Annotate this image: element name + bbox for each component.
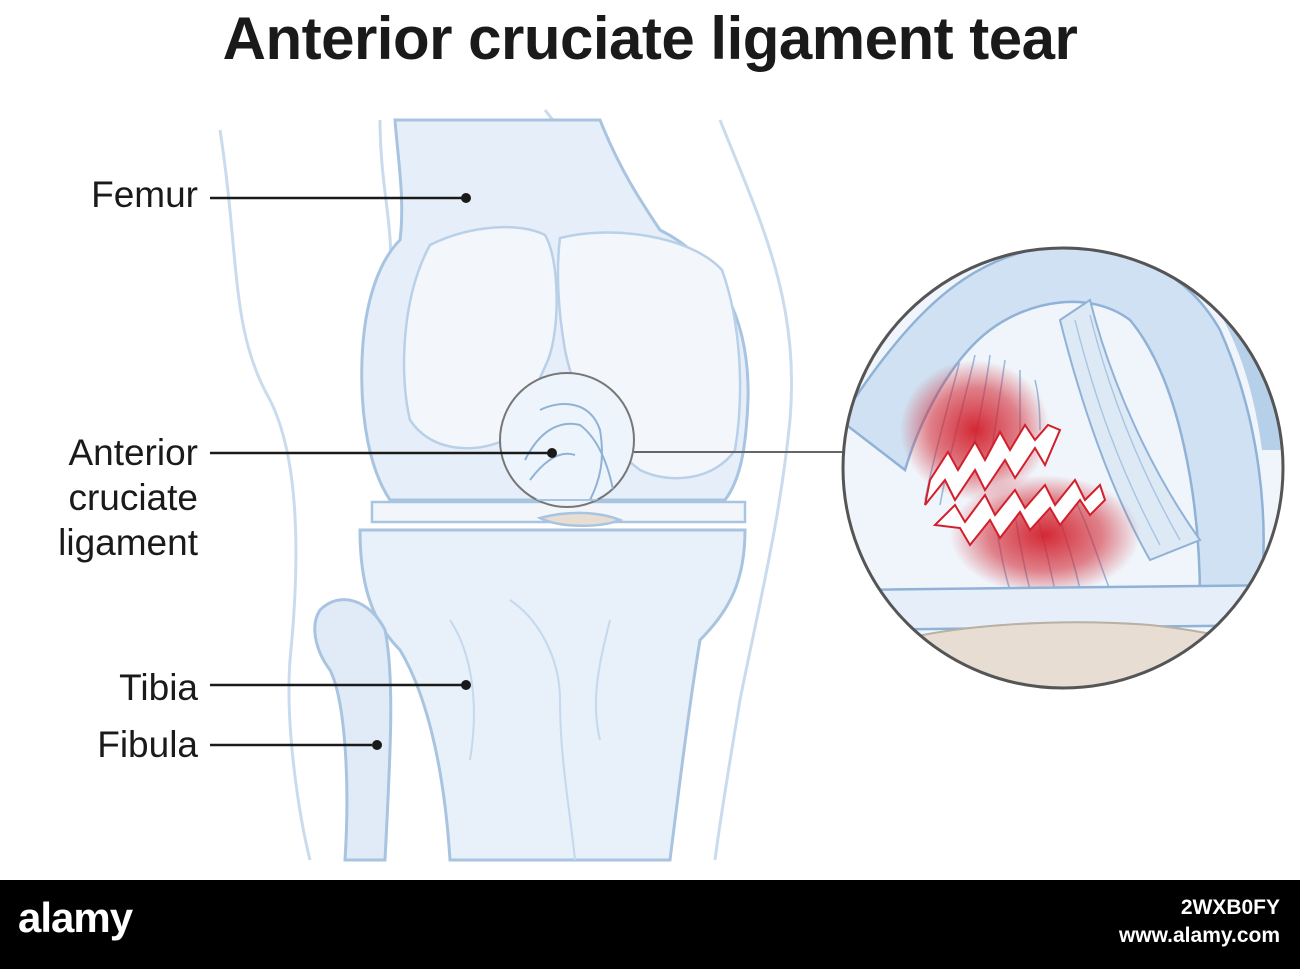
acl-small-detail [499, 372, 635, 508]
label-femur: Femur [91, 174, 198, 215]
magnified-view [841, 246, 1285, 690]
watermark-footer: alamy 2WXB0FY www.alamy.com [0, 880, 1300, 969]
leader-acl [210, 448, 557, 458]
joint-line [370, 500, 747, 527]
label-acl-line2: cruciate [68, 477, 198, 518]
label-acl-line3: ligament [58, 522, 198, 563]
tibia-detail [449, 599, 611, 861]
label-anterior-cruciate-ligament: Anterior cruciate ligament [58, 430, 198, 565]
label-fibula: Fibula [97, 724, 198, 765]
label-acl-line1: Anterior [68, 432, 198, 473]
label-tibia: Tibia [119, 667, 198, 708]
leader-femur [210, 193, 471, 203]
alamy-logo: alamy [18, 894, 133, 941]
leader-fibula [210, 740, 382, 750]
footer-image-id: 2WXB0FY [1180, 896, 1280, 919]
diagram-title: Anterior cruciate ligament tear [222, 5, 1078, 72]
leader-tibia [210, 680, 471, 690]
tear-edge-lower [932, 478, 1107, 547]
footer-url: www.alamy.com [1118, 924, 1280, 947]
footer-image-info: 2WXB0FY www.alamy.com [1119, 894, 1280, 950]
tibia [358, 528, 747, 862]
fibula [313, 598, 393, 862]
tear-edge-upper [924, 423, 1062, 506]
knee-illustration [210, 109, 1285, 862]
